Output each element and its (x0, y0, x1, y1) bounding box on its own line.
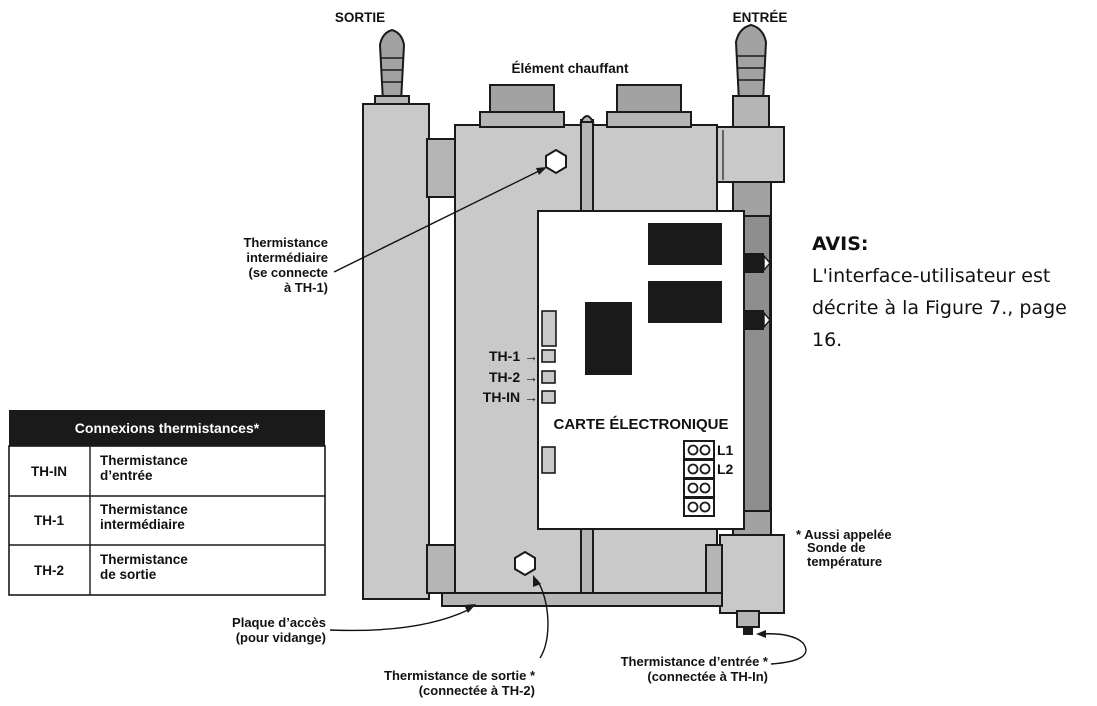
heating-element-label: Élément chauffant (511, 61, 629, 76)
outlet-thermistor-callout: Thermistance de sortie * (connectée à TH… (384, 668, 536, 698)
relay-l2-label: L2 (717, 461, 734, 477)
svg-text:* Aussi appelée: * Aussi appelée (796, 527, 892, 542)
table-row-key: TH-1 (34, 513, 64, 528)
table-row-value: Thermistance (100, 502, 188, 517)
notice-box: AVIS: L'interface-utilisateur est décrit… (812, 233, 1067, 351)
svg-text:(se connecte: (se connecte (249, 265, 328, 280)
access-plate-callout: Plaque d’accès (pour vidange) (232, 615, 326, 645)
table-row-value: intermédiaire (100, 517, 185, 532)
th1-pin-label: TH-1 → (489, 348, 538, 364)
also-called-note: * Aussi appelée Sonde de température (796, 527, 892, 569)
thermistor-connections-table: Connexions thermistances* TH-IN Thermist… (8, 410, 326, 596)
svg-text:intermédiaire: intermédiaire (246, 250, 328, 265)
table-row-value: Thermistance (100, 453, 188, 468)
inlet-thermistor-callout: Thermistance d’entrée * (connectée à TH-… (621, 654, 769, 684)
table-row-key: TH-IN (31, 464, 67, 479)
table-row-value: Thermistance (100, 552, 188, 567)
mid-thermistor-callout: Thermistance intermédiaire (se connecte … (243, 235, 328, 295)
th2-connector (541, 370, 556, 384)
notice-line: 16. (812, 329, 842, 351)
leader-lines (329, 167, 807, 665)
table-row-key: TH-2 (34, 563, 64, 578)
table-row-value: de sortie (100, 567, 157, 582)
svg-text:température: température (807, 554, 882, 569)
notice-title: AVIS: (812, 233, 868, 255)
outlet-pipe (362, 28, 430, 600)
mid-thermistor-icon (545, 148, 567, 175)
notice-line: L'interface-utilisateur est (812, 265, 1050, 287)
thin-connector (541, 390, 556, 404)
table-row-value: d’entrée (100, 468, 153, 483)
notice-line: décrite à la Figure 7., page (812, 297, 1067, 319)
svg-text:Thermistance de sortie *: Thermistance de sortie * (384, 668, 536, 683)
th2-pin-label: TH-2 → (489, 369, 538, 385)
th1-connector (541, 349, 556, 363)
svg-text:Thermistance: Thermistance (243, 235, 328, 250)
outlet-thermistor-icon (514, 550, 536, 577)
board-label: CARTE ÉLECTRONIQUE (553, 416, 728, 433)
svg-text:(connectée à TH-2): (connectée à TH-2) (419, 683, 535, 698)
svg-text:(connectée à TH-In): (connectée à TH-In) (647, 669, 768, 684)
inlet-label: ENTRÉE (733, 10, 788, 25)
svg-text:Thermistance d’entrée *: Thermistance d’entrée * (621, 654, 769, 669)
svg-text:Sonde de: Sonde de (807, 540, 866, 555)
electronic-board: CARTE ÉLECTRONIQUE L1 L2 (537, 210, 745, 530)
svg-text:à TH-1): à TH-1) (284, 280, 328, 295)
thin-pin-label: TH-IN → (483, 389, 538, 405)
outlet-label: SORTIE (335, 10, 385, 25)
svg-text:Plaque d’accès: Plaque d’accès (232, 615, 326, 630)
svg-text:(pour vidange): (pour vidange) (236, 630, 326, 645)
table-header: Connexions thermistances* (75, 420, 260, 436)
relay-l1-label: L1 (717, 442, 734, 458)
relay-terminals (683, 440, 715, 517)
